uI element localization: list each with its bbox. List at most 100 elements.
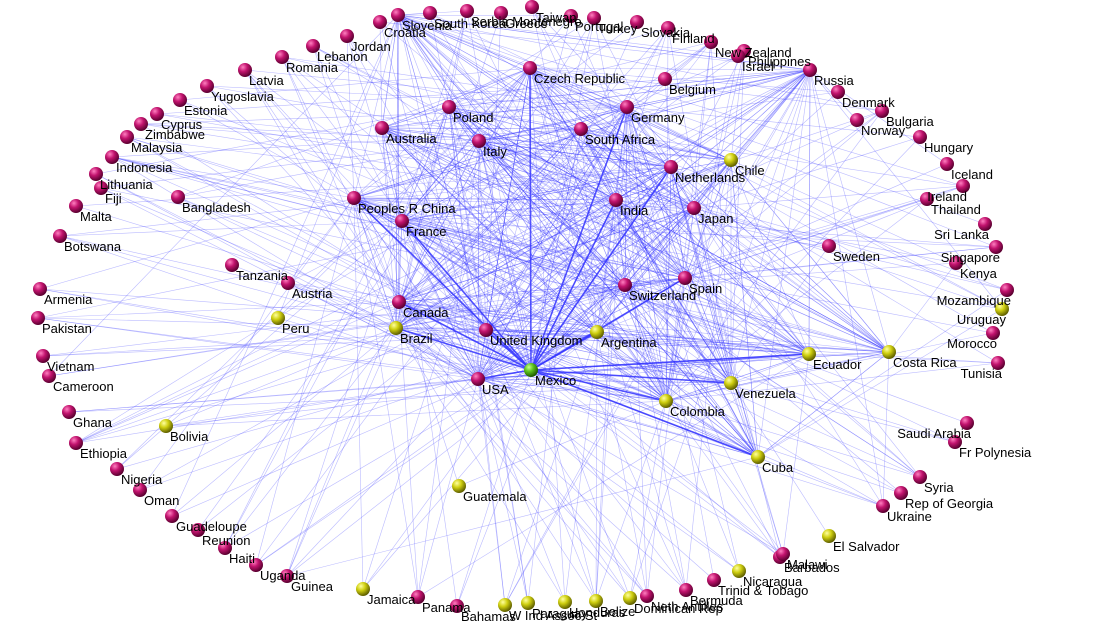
node-paraguay[interactable]	[521, 596, 535, 610]
node-lebanon[interactable]	[306, 39, 320, 53]
node-finland[interactable]	[661, 21, 675, 35]
node-romania[interactable]	[275, 50, 289, 64]
node-panama[interactable]	[411, 590, 425, 604]
node-germany[interactable]	[620, 100, 634, 114]
node-uruguay[interactable]	[995, 302, 1009, 316]
node-bermuda[interactable]	[679, 583, 693, 597]
node-bangladesh[interactable]	[171, 190, 185, 204]
node-colombia[interactable]	[659, 394, 673, 408]
node-vietnam[interactable]	[36, 349, 50, 363]
node-fiji[interactable]	[94, 181, 108, 195]
node-armenia[interactable]	[33, 282, 47, 296]
node-australia[interactable]	[375, 121, 389, 135]
node-iceland[interactable]	[940, 157, 954, 171]
node-yugoslavia[interactable]	[200, 79, 214, 93]
node-cameroon[interactable]	[42, 369, 56, 383]
node-slovenia[interactable]	[391, 8, 405, 22]
node-turkey[interactable]	[587, 11, 601, 25]
node-ireland[interactable]	[956, 179, 970, 193]
node-fr-polynesia[interactable]	[948, 435, 962, 449]
node-brazil[interactable]	[389, 321, 403, 335]
node-south-korea[interactable]	[423, 6, 437, 20]
node-france[interactable]	[395, 214, 409, 228]
node-tunisia[interactable]	[991, 356, 1005, 370]
node-japan[interactable]	[687, 201, 701, 215]
node-mexico[interactable]	[524, 363, 538, 377]
node-saudi-arabia[interactable]	[960, 416, 974, 430]
node-el-salvador[interactable]	[822, 529, 836, 543]
node-belize[interactable]	[589, 594, 603, 608]
node-hungary[interactable]	[913, 130, 927, 144]
node-syria[interactable]	[913, 470, 927, 484]
node-switzerland[interactable]	[618, 278, 632, 292]
node-jordan[interactable]	[340, 29, 354, 43]
node-mozambique[interactable]	[1000, 283, 1014, 297]
node-canada[interactable]	[392, 295, 406, 309]
node-israel[interactable]	[731, 49, 745, 63]
node-peru[interactable]	[271, 311, 285, 325]
node-singapore[interactable]	[989, 240, 1003, 254]
node-usa[interactable]	[471, 372, 485, 386]
node-botswana[interactable]	[53, 229, 67, 243]
node-sweden[interactable]	[822, 239, 836, 253]
node-ghana[interactable]	[62, 405, 76, 419]
node-bulgaria[interactable]	[875, 104, 889, 118]
node-belgium[interactable]	[658, 72, 672, 86]
node-tanzania[interactable]	[225, 258, 239, 272]
node-cyprus[interactable]	[150, 107, 164, 121]
node-norway[interactable]	[850, 113, 864, 127]
node-rep-of-georgia[interactable]	[894, 486, 908, 500]
node-reunion[interactable]	[191, 523, 205, 537]
node-estonia[interactable]	[173, 93, 187, 107]
node-malaysia[interactable]	[120, 130, 134, 144]
node-guadeloupe[interactable]	[165, 509, 179, 523]
node-bolivia[interactable]	[159, 419, 173, 433]
node-slovakia[interactable]	[630, 15, 644, 29]
node-india[interactable]	[609, 193, 623, 207]
node-russia[interactable]	[803, 63, 817, 77]
node-lithuania[interactable]	[89, 167, 103, 181]
node-guatemala[interactable]	[452, 479, 466, 493]
node-denmark[interactable]	[831, 85, 845, 99]
node-malawi[interactable]	[776, 547, 790, 561]
node-ukraine[interactable]	[876, 499, 890, 513]
node-zimbabwe[interactable]	[134, 117, 148, 131]
node-pakistan[interactable]	[31, 311, 45, 325]
node-netherlands[interactable]	[664, 160, 678, 174]
node-south-africa[interactable]	[574, 122, 588, 136]
node-nigeria[interactable]	[110, 462, 124, 476]
node-sri-lanka[interactable]	[978, 217, 992, 231]
node-czech-republic[interactable]	[523, 61, 537, 75]
node-w-ind-assoc-st[interactable]	[498, 598, 512, 612]
node-kenya[interactable]	[949, 256, 963, 270]
node-new-zealand[interactable]	[704, 35, 718, 49]
node-malta[interactable]	[69, 199, 83, 213]
node-ethiopia[interactable]	[69, 436, 83, 450]
node-thailand[interactable]	[920, 192, 934, 206]
node-peoples-r-china[interactable]	[347, 191, 361, 205]
node-haiti[interactable]	[218, 541, 232, 555]
node-nicaragua[interactable]	[732, 564, 746, 578]
node-serbia-montenegro[interactable]	[460, 4, 474, 18]
node-indonesia[interactable]	[105, 150, 119, 164]
node-greece[interactable]	[494, 6, 508, 20]
node-morocco[interactable]	[986, 326, 1000, 340]
node-cuba[interactable]	[751, 450, 765, 464]
node-united-kingdom[interactable]	[479, 323, 493, 337]
node-costa-rica[interactable]	[882, 345, 896, 359]
node-poland[interactable]	[442, 100, 456, 114]
node-taiwan[interactable]	[525, 0, 539, 14]
node-argentina[interactable]	[590, 325, 604, 339]
node-ecuador[interactable]	[802, 347, 816, 361]
node-venezuela[interactable]	[724, 376, 738, 390]
node-austria[interactable]	[281, 276, 295, 290]
node-latvia[interactable]	[238, 63, 252, 77]
node-portugal[interactable]	[564, 9, 578, 23]
node-jamaica[interactable]	[356, 582, 370, 596]
node-oman[interactable]	[133, 483, 147, 497]
node-dominican-rep[interactable]	[623, 591, 637, 605]
node-bahamas[interactable]	[450, 599, 464, 613]
node-croatia[interactable]	[373, 15, 387, 29]
node-chile[interactable]	[724, 153, 738, 167]
node-spain[interactable]	[678, 271, 692, 285]
